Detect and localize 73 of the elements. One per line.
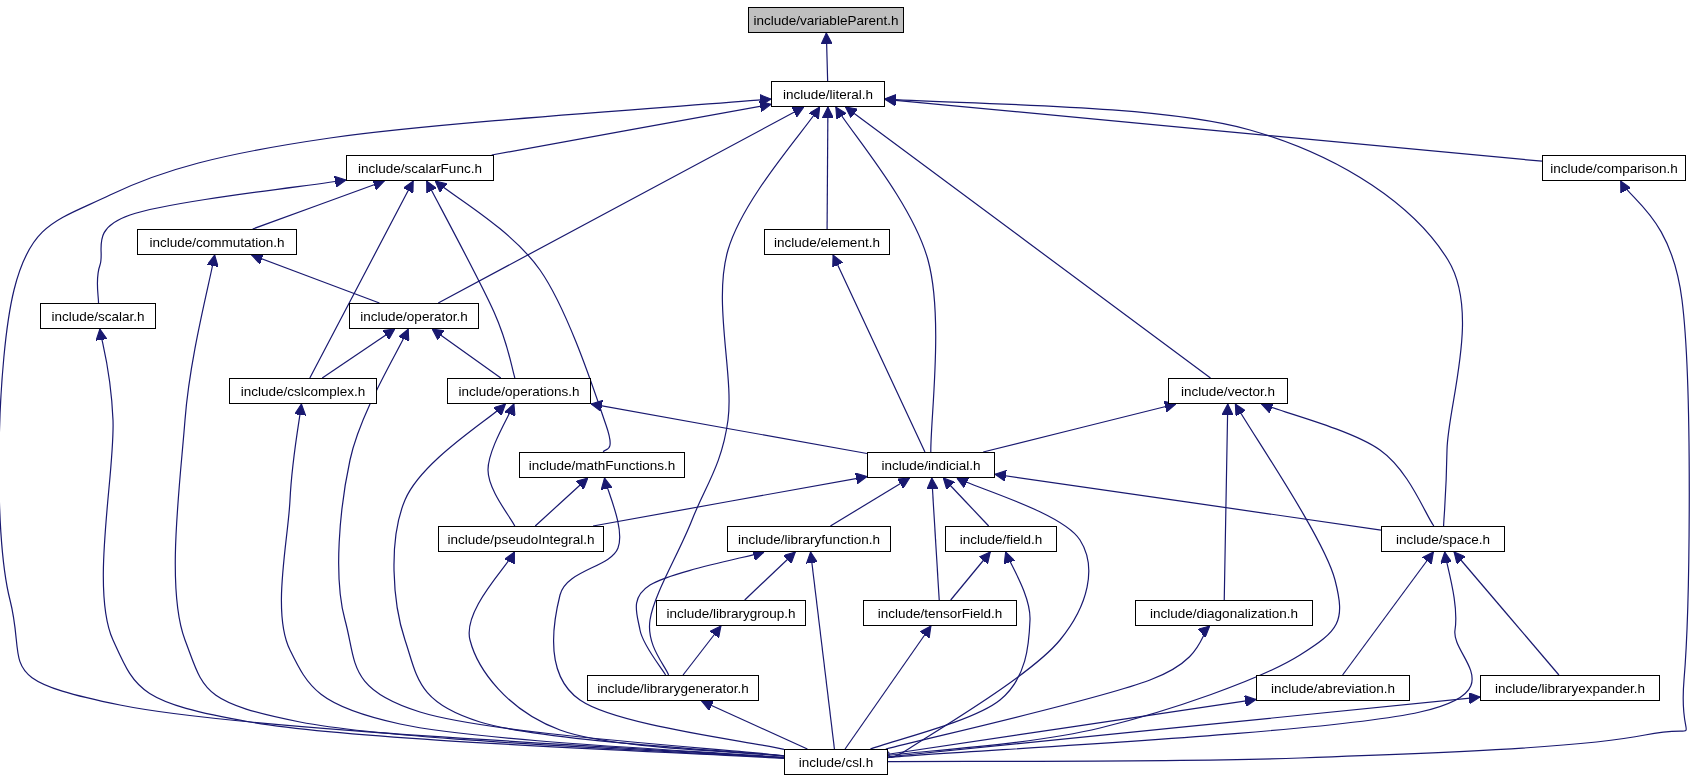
arrow [280,403,785,759]
arrow [1221,403,1234,601]
file-box: include/libraryfunction.h [727,526,891,552]
arrow [805,551,836,750]
arrow [701,700,808,750]
arrow [950,551,991,601]
arrow [95,328,785,760]
file-box: include/literal.h [771,81,885,107]
arrow [552,477,785,750]
file-box: include/cslcomplex.h [229,378,377,404]
arrow [487,403,516,527]
file-box: include/scalarFunc.h [346,155,494,181]
arrow [844,625,932,750]
arrow [884,93,1464,527]
arrow [426,180,516,379]
arrow [534,477,589,527]
arrow [832,254,926,453]
file-box: include/element.h [764,229,890,255]
arrow [434,180,611,453]
arrow [1453,551,1560,676]
arrow [648,106,821,676]
arrow [744,551,796,601]
file-box: include/operator.h [349,303,479,329]
arrow [835,106,937,453]
file-box: include/abreviation.h [1256,675,1410,701]
arrow [884,94,1543,162]
arrow [821,106,834,230]
file-box: include/librarygenerator.h [587,675,759,701]
file-box: include/mathFunctions.h [519,452,685,478]
arrow [309,180,414,379]
arrow [682,625,722,676]
arrow [926,477,940,601]
arrow [491,100,772,156]
file-box: include/commutation.h [137,229,297,255]
arrow [251,253,380,304]
file-box: include/libraryexpander.h [1480,675,1660,701]
file-box: include/vector.h [1168,378,1288,404]
file-box: include/space.h [1381,526,1505,552]
arrow [1342,551,1434,676]
arrow [252,179,385,230]
arrow [885,625,1211,750]
arrow [96,175,347,304]
file-box: include/scalar.h [40,303,156,329]
arrow [437,106,805,304]
arrow [829,477,911,527]
arrow [1260,402,1435,527]
file-box: include/librarygroup.h [656,600,806,626]
file-box: include/field.h [945,526,1057,552]
arrow [590,399,868,455]
file-box: include/variableParent.h [748,7,904,33]
file-box: include/operations.h [447,378,591,404]
arrow [820,32,833,82]
arrow [869,551,1031,750]
arrow [431,328,502,379]
arrow [887,180,1690,763]
file-box: include/csl.h [784,749,888,775]
arrow [994,469,1382,531]
arrow [468,551,785,757]
arrow [887,551,1473,759]
arrow [887,403,1341,756]
arrow [887,695,1257,755]
arrow [887,476,1090,758]
file-box: include/pseudoIntegral.h [438,526,604,552]
file-box: include/comparison.h [1542,155,1686,181]
arrow [887,692,1481,758]
file-box: include/tensorField.h [863,600,1017,626]
arrow [844,106,1212,379]
file-box: include/diagonalization.h [1135,600,1313,626]
arrow [321,328,396,379]
arrow [393,403,785,757]
file-box: include/indicial.h [867,452,995,478]
arrow [982,400,1177,453]
arrow [942,477,990,527]
